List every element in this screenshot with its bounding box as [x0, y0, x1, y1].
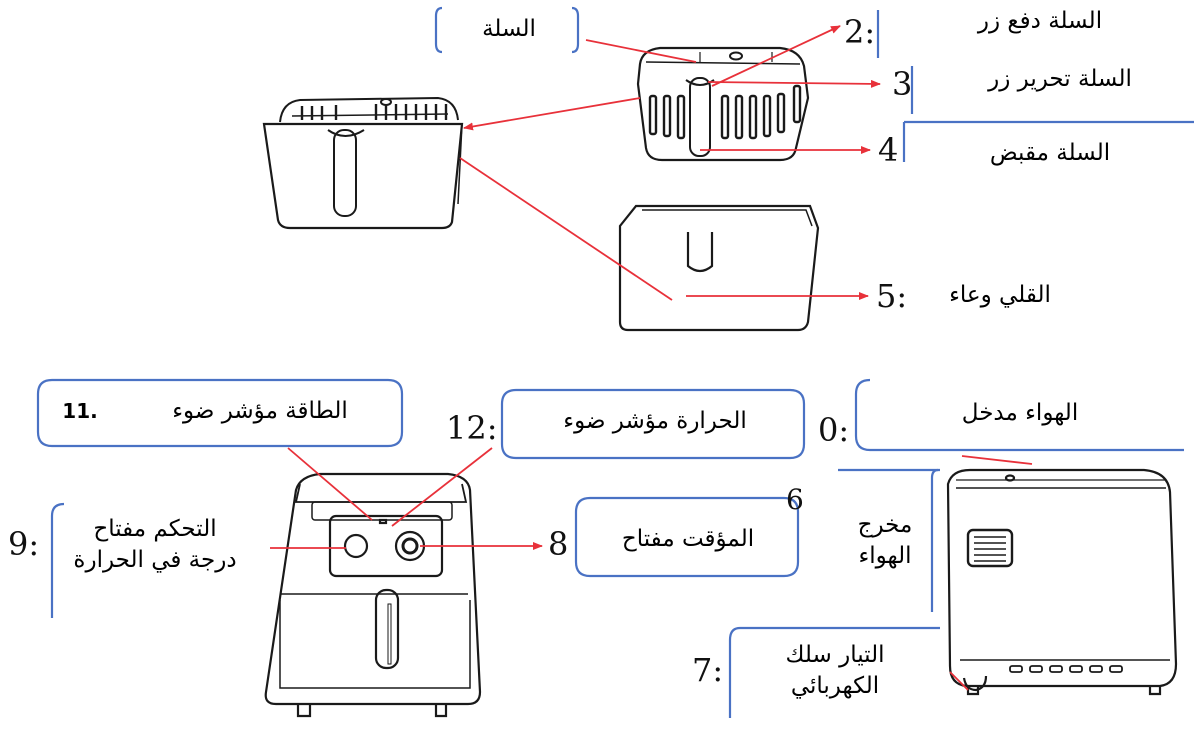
air-outlet-label: مخرج الهواء [857, 512, 913, 570]
basket-handle-label: السلة مقبض [989, 140, 1111, 166]
part-number-7: 7: [692, 651, 724, 689]
part-number-2: 2: [844, 13, 876, 51]
frying-pot-label: القلي وعاء [949, 282, 1051, 308]
timer-knob-label: المؤقت مفتاح [621, 526, 755, 552]
frying-pot-drawing [618, 204, 820, 332]
heat-light-label: الحرارة مؤشر ضوء [563, 408, 747, 434]
power-light-label: الطاقة مؤشر ضوء [172, 398, 348, 424]
basket-release-button-label: السلة تحرير زر [988, 66, 1132, 92]
part-number-0: 0: [818, 411, 850, 449]
basket-push-button-label: السلة دفع زر [977, 8, 1103, 34]
part-number-6: 6 [786, 483, 804, 516]
power-cord-label: التيار سلك الكهربائي [785, 642, 885, 700]
part-number-12: 12: [446, 409, 498, 447]
basket-label: السلة [482, 16, 536, 42]
basket-in-pot-drawing [262, 96, 464, 230]
part-number-5: 5: [876, 277, 908, 315]
callout-frames [36, 6, 1194, 718]
air-inlet-label: الهواء مدخل [961, 400, 1079, 426]
air-fryer-side-drawing [946, 468, 1178, 696]
part-number-4: 4 [878, 131, 899, 169]
part-number-8: 8 [548, 525, 569, 563]
part-number-3: 3 [892, 65, 913, 103]
air-fryer-front-drawing [264, 472, 482, 718]
leader-lines [270, 25, 1033, 691]
temp-knob-label: التحكم مفتاح درجة في الحرارة [73, 516, 237, 574]
part-number-9: 9: [8, 525, 40, 563]
basket-drawing [636, 46, 810, 162]
power-light-number: 11. [62, 399, 98, 423]
